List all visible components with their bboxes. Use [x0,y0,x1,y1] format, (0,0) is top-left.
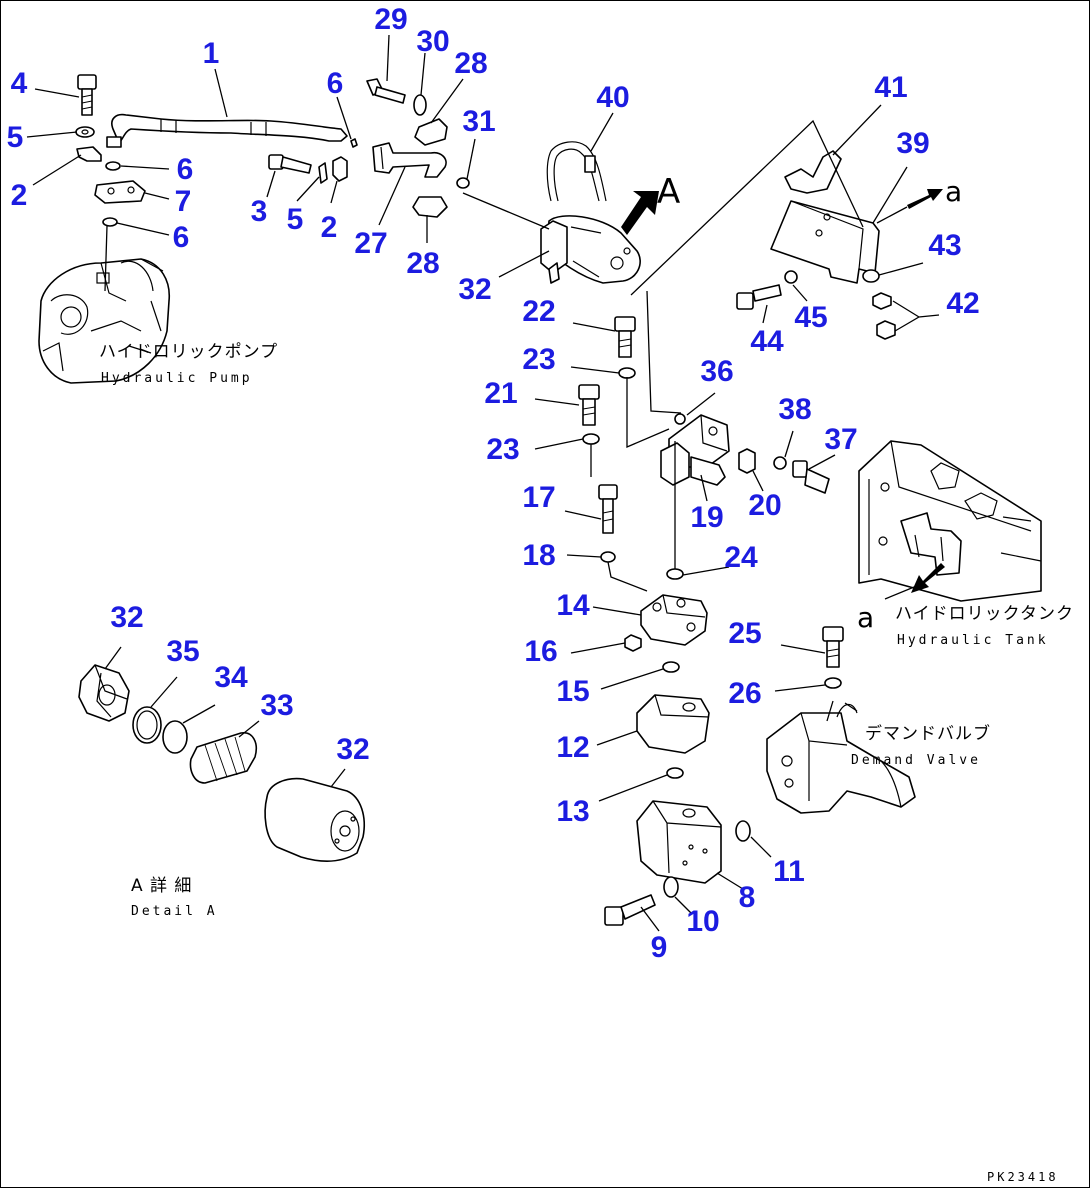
callout-11: 11 [773,855,805,888]
callout-31: 31 [462,105,495,138]
valve-19-group [578,316,830,592]
callout-4: 4 [11,67,28,100]
callout-45: 45 [794,301,827,334]
callout-34: 34 [214,661,248,694]
callout-2: 2 [11,179,28,212]
callout-26: 26 [728,677,761,710]
detail-a-label-jp: A 詳 細 [131,876,192,896]
callout-13: 13 [556,795,589,828]
callout-23: 23 [486,433,519,466]
callout-27: 27 [354,227,387,260]
detail-a-label-en: Detail A [131,904,218,919]
hydraulic-pump-drawing [38,258,170,384]
component-labels: ハイドロリックポンプ Hydraulic Pump ハイドロリックタンク Hyd… [99,172,1074,1184]
callout-37: 37 [824,423,857,456]
callout-9: 9 [651,931,668,964]
callout-33: 33 [260,689,293,722]
callout-28: 28 [454,47,487,80]
block-14 [624,594,708,673]
reference-a-top: a [945,175,962,208]
tank-arrow-icon [911,563,945,593]
callout-18: 18 [522,539,555,572]
callout-20: 20 [748,489,781,522]
callout-5: 5 [7,121,24,154]
demand-valve-label-en: Demand Valve [851,753,981,768]
callout-6: 6 [173,221,190,254]
block-12 [636,694,710,779]
demand-valve-label-jp: デマンドバルブ [865,723,991,744]
pipe-27-group [268,78,470,218]
callout-12: 12 [556,731,589,764]
detail-a-drawing [78,664,365,862]
callout-43: 43 [928,229,961,262]
callout-42: 42 [946,287,979,320]
callout-40: 40 [596,81,629,114]
hydraulic-tank-drawing [858,440,1042,602]
callout-15: 15 [556,675,589,708]
bracket-arrow-icon [907,189,943,209]
callout-44: 44 [750,325,784,358]
callout-8: 8 [739,881,756,914]
callout-24: 24 [724,541,758,574]
callout-32: 32 [110,601,143,634]
callout-6: 6 [177,153,194,186]
callout-14: 14 [556,589,590,622]
hydraulic-tank-label-jp: ハイドロリックタンク [895,604,1074,624]
callout-39: 39 [896,127,929,160]
callout-28: 28 [406,247,439,280]
callout-numbers: 1 4 5 2 6 7 6 29 30 28 6 3 5 2 27 28 31 … [7,3,980,964]
pipe-1 [106,113,348,148]
reference-a-tank: a [857,601,874,634]
callout-25: 25 [728,617,761,650]
hydraulic-tank-label-en: Hydraulic Tank [897,633,1049,648]
callout-3: 3 [251,195,268,228]
callout-17: 17 [522,481,555,514]
leader-lines [26,34,940,932]
callout-10: 10 [686,905,719,938]
pump-fittings [75,74,146,292]
hydraulic-pump-label-en: Hydraulic Pump [101,371,253,386]
callout-16: 16 [524,635,557,668]
callout-38: 38 [778,393,811,426]
block-8 [604,800,751,926]
callout-32: 32 [458,273,491,306]
callout-21: 21 [484,377,517,410]
hydraulic-pump-label-jp: ハイドロリックポンプ [99,342,278,362]
callout-2: 2 [321,211,338,244]
callout-23: 23 [522,343,555,376]
callout-30: 30 [416,25,449,58]
bracket-group [630,119,896,414]
callout-32: 32 [336,733,369,766]
callout-29: 29 [374,3,407,36]
callout-1: 1 [203,37,220,70]
drawing-code: PK23418 [987,1170,1059,1184]
bolt-25 [822,626,844,689]
callout-41: 41 [874,71,907,104]
callout-6: 6 [327,67,344,100]
callout-22: 22 [522,295,555,328]
demand-valve-drawing [766,703,916,814]
filter-assembly [540,141,641,284]
view-arrow-icon [621,191,659,235]
callout-36: 36 [700,355,733,388]
callout-35: 35 [166,635,199,668]
callout-19: 19 [690,501,723,534]
callout-5: 5 [287,203,304,236]
callout-7: 7 [175,185,192,218]
view-marker-a: A [657,172,680,212]
